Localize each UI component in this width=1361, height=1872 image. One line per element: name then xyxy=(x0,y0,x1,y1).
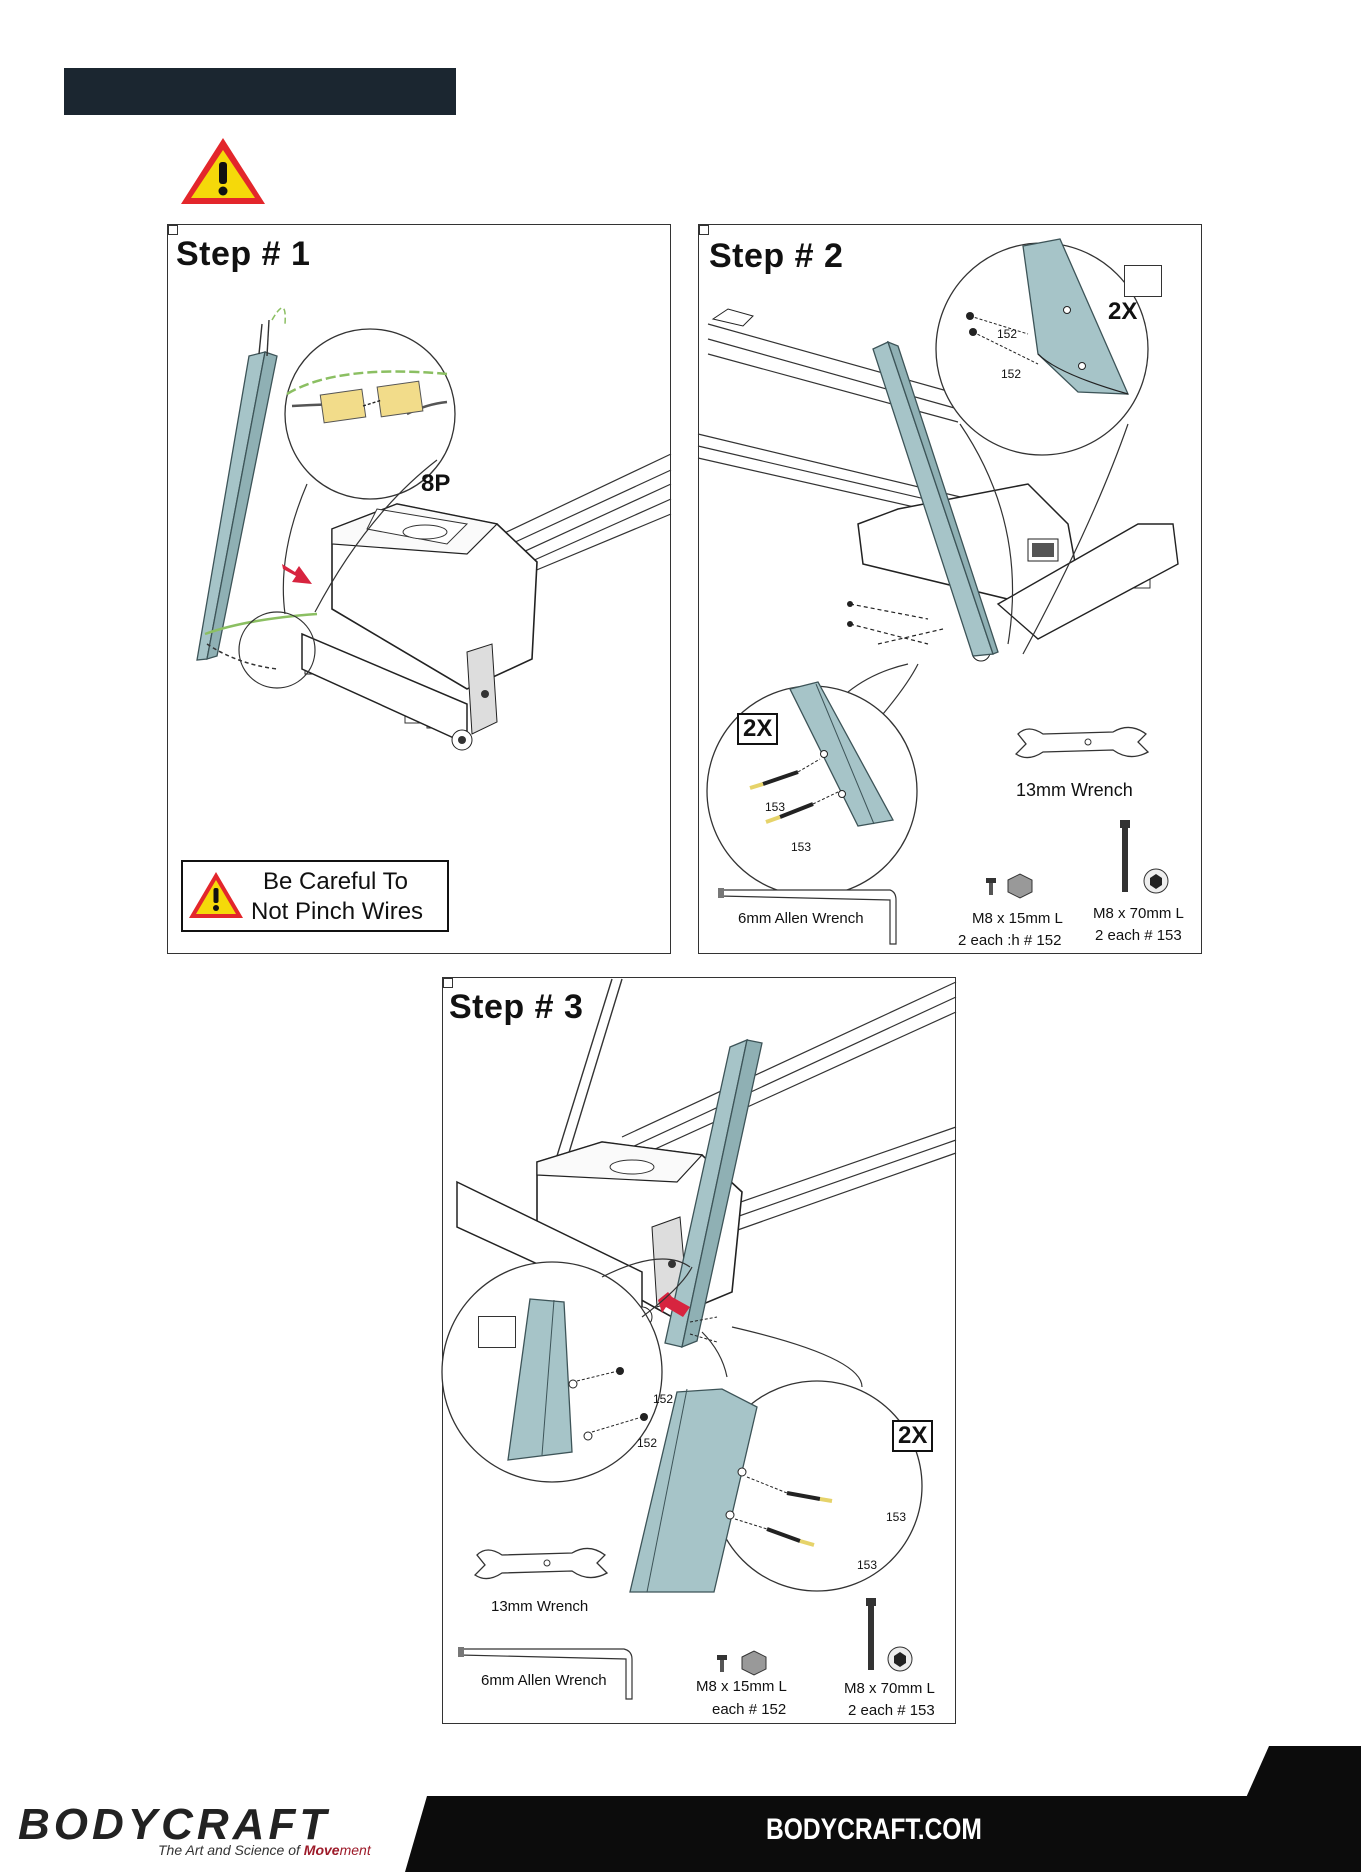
long-bolt-size: M8 x 70mm L xyxy=(844,1680,935,1697)
bolt-callout-152: 152 xyxy=(1001,367,1022,381)
connector-label: 8P xyxy=(421,470,451,497)
hex-nut-icon xyxy=(741,1650,767,1676)
footer-corner-tab xyxy=(1245,1746,1361,1800)
bolt-callout-152: 152 xyxy=(637,1436,658,1450)
allen-wrench-label: 6mm Allen Wrench xyxy=(481,1672,607,1689)
caution-box: Be Careful To Not Pinch Wires xyxy=(181,860,449,932)
small-bolt-qty: 2 each :h # 152 xyxy=(958,932,1062,949)
step-2-title: Step # 2 xyxy=(709,237,844,275)
brand-logo: BODYCRAFT xyxy=(18,1800,331,1849)
bolt-icon xyxy=(866,1598,876,1670)
section-title-bar xyxy=(64,68,456,115)
allen-wrench-icon xyxy=(718,888,897,945)
tagline-move: Move xyxy=(303,1842,340,1858)
wrench-label: 13mm Wrench xyxy=(1016,780,1133,800)
footer-black-band xyxy=(405,1796,1361,1872)
panel-corner-mark xyxy=(168,225,178,235)
bolt-icon xyxy=(986,878,996,895)
caution-line-1: Be Careful To xyxy=(263,868,408,895)
step-2-illustration xyxy=(697,238,1179,945)
long-bolt-qty: 2 each # 153 xyxy=(1095,927,1182,944)
bolt-icon xyxy=(1120,820,1130,892)
tagline-ment: ment xyxy=(339,1842,371,1858)
small-bolt-qty: each # 152 xyxy=(712,1701,787,1718)
bolt-icon xyxy=(717,1655,727,1672)
wrench-icon xyxy=(473,1547,609,1580)
step-1-illustration xyxy=(196,307,672,751)
caution-line-2: Not Pinch Wires xyxy=(251,898,424,925)
step-2-ref-box xyxy=(1124,265,1162,297)
panel-corner-mark xyxy=(443,978,453,988)
tagline-text: The Art and Science of xyxy=(158,1842,304,1858)
brand-tagline: The Art and Science of Movement xyxy=(158,1842,371,1858)
wrench-icon xyxy=(1014,726,1150,759)
bolt-callout-153: 153 xyxy=(886,1510,907,1524)
step-3-right-qty: 2X xyxy=(892,1420,934,1452)
bolt-callout-152: 152 xyxy=(653,1392,674,1406)
hex-nut-icon xyxy=(1007,873,1033,899)
step-3-illustration xyxy=(441,978,957,1700)
step-2-bottom-qty: 2X xyxy=(737,713,779,745)
panel-corner-mark xyxy=(699,225,709,235)
allen-wrench-icon xyxy=(458,1647,633,1700)
step-2-top-qty: 2X xyxy=(1108,298,1138,325)
step-3-ref-box xyxy=(478,1316,516,1348)
bolt-callout-152: 152 xyxy=(997,327,1018,341)
bolt-callout-153: 153 xyxy=(791,840,812,854)
warning-triangle-icon xyxy=(181,138,265,204)
step-3-title: Step # 3 xyxy=(449,988,584,1026)
warning-triangle-icon xyxy=(189,872,243,918)
long-bolt-size: M8 x 70mm L xyxy=(1093,905,1184,922)
bolt-callout-153: 153 xyxy=(857,1558,878,1572)
wrench-label: 13mm Wrench xyxy=(491,1598,589,1615)
bolt-callout-153: 153 xyxy=(765,800,786,814)
allen-wrench-label: 6mm Allen Wrench xyxy=(738,910,864,927)
website-link[interactable]: BODYCRAFT.COM xyxy=(766,1813,982,1846)
small-bolt-size: M8 x 15mm L xyxy=(696,1678,787,1695)
direction-arrow-icon xyxy=(282,564,312,584)
long-bolt-qty: 2 each # 153 xyxy=(848,1702,935,1719)
small-bolt-size: M8 x 15mm L xyxy=(972,910,1063,927)
step-1-title: Step # 1 xyxy=(176,235,311,273)
